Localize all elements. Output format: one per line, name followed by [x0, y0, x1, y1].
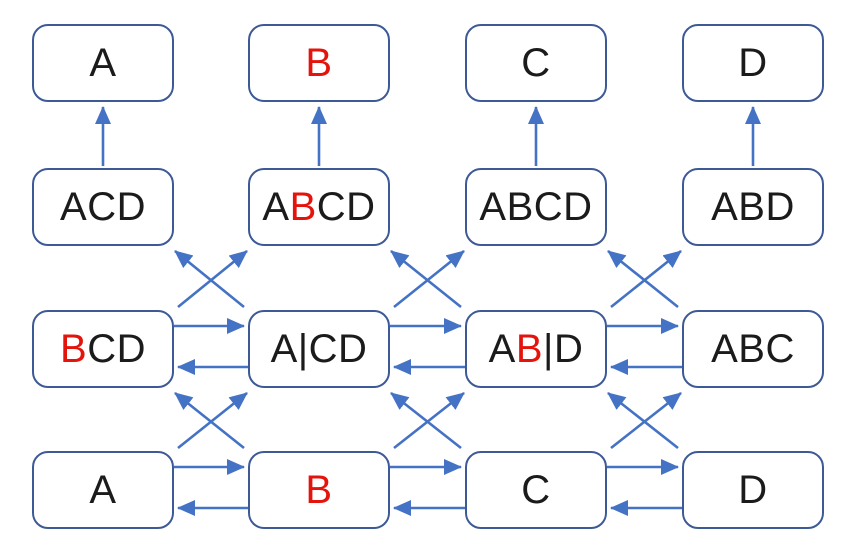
arrow-r4c2-to-r3c1: [174, 391, 245, 450]
arrow-r4c3-to-r3c4: [610, 391, 682, 450]
node-label-segment: B: [60, 327, 88, 371]
arrow-r4c3-to-r3c2: [390, 391, 462, 450]
node-label-segment: A: [262, 185, 290, 229]
node-r3c4: ABC: [682, 310, 824, 388]
arrow-r3c4-to-r2c3: [607, 249, 679, 309]
node-label-segment: D: [738, 41, 768, 85]
node-r4c3: C: [465, 451, 607, 529]
node-r1c1: A: [32, 24, 174, 102]
arrow-r3c3-to-r2c4: [610, 249, 682, 309]
node-r1c2: B: [248, 24, 390, 102]
node-label-segment: A: [89, 41, 117, 85]
node-label-segment: A: [89, 468, 117, 512]
node-r4c2: B: [248, 451, 390, 529]
node-r1c3: C: [465, 24, 607, 102]
node-label-segment: B: [515, 327, 544, 371]
node-label-segment: CD: [316, 185, 376, 229]
node-r2c4: ABD: [682, 168, 824, 246]
node-r2c3: ABCD: [465, 168, 607, 246]
arrow-r3c2-to-r2c3: [393, 249, 465, 309]
arrow-r4c4-to-r3c3: [607, 391, 679, 450]
node-label-segment: ABC: [711, 327, 795, 371]
node-r3c2: A|CD: [248, 310, 390, 388]
arrow-r3c2-to-r2c1: [174, 249, 245, 309]
node-label-segment: CD: [87, 327, 146, 371]
node-label-segment: ABCD: [479, 185, 593, 229]
node-label-segment: B: [305, 468, 333, 512]
node-label-segment: ABD: [711, 185, 795, 229]
node-label-segment: B: [289, 185, 317, 229]
arrow-r4c2-to-r3c3: [393, 391, 465, 450]
node-label-segment: A: [488, 327, 516, 371]
node-label-segment: |D: [543, 327, 584, 371]
node-r1c4: D: [682, 24, 824, 102]
node-r4c4: D: [682, 451, 824, 529]
arrow-r3c1-to-r2c2: [177, 249, 248, 309]
arrow-r3c3-to-r2c2: [390, 249, 462, 309]
node-label-segment: C: [521, 468, 551, 512]
arrow-r4c1-to-r3c2: [177, 391, 248, 450]
node-label-segment: ACD: [60, 185, 146, 229]
node-label-segment: A|CD: [270, 327, 368, 371]
node-label-segment: C: [521, 41, 551, 85]
node-label-segment: B: [305, 41, 333, 85]
node-r4c1: A: [32, 451, 174, 529]
node-r2c1: ACD: [32, 168, 174, 246]
node-label-segment: D: [738, 468, 768, 512]
